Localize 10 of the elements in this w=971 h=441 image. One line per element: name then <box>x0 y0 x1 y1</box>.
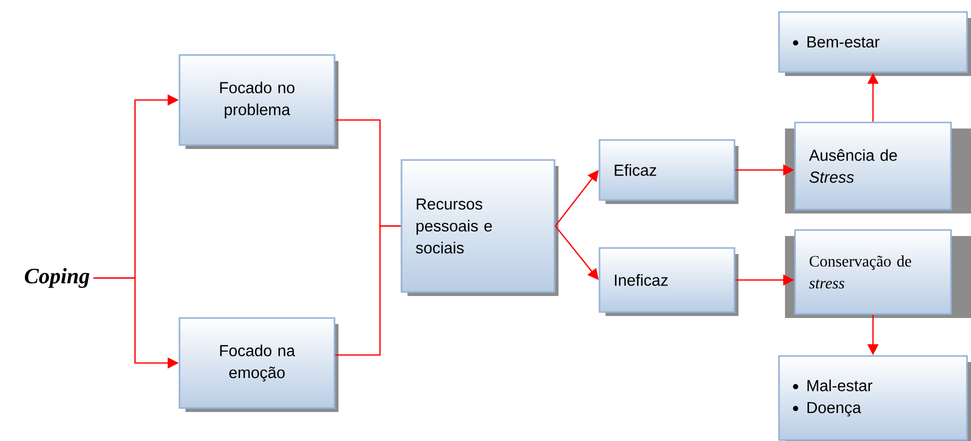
bullet-list-box: Bem-estar <box>778 11 971 76</box>
process-box: Focado na emoção <box>178 317 338 412</box>
title-label: Coping <box>24 268 90 288</box>
process-box: Ausência de Stress <box>785 122 971 214</box>
process-box: Conservação de stress <box>785 229 971 318</box>
process-box: Ineficaz <box>598 247 738 316</box>
process-box: Eficaz <box>598 139 738 204</box>
process-box: Focado no problema <box>178 54 338 149</box>
process-box: Recursos pessoais e sociais <box>400 159 558 296</box>
bullet-list-box: Mal-estar Doença <box>778 355 971 441</box>
